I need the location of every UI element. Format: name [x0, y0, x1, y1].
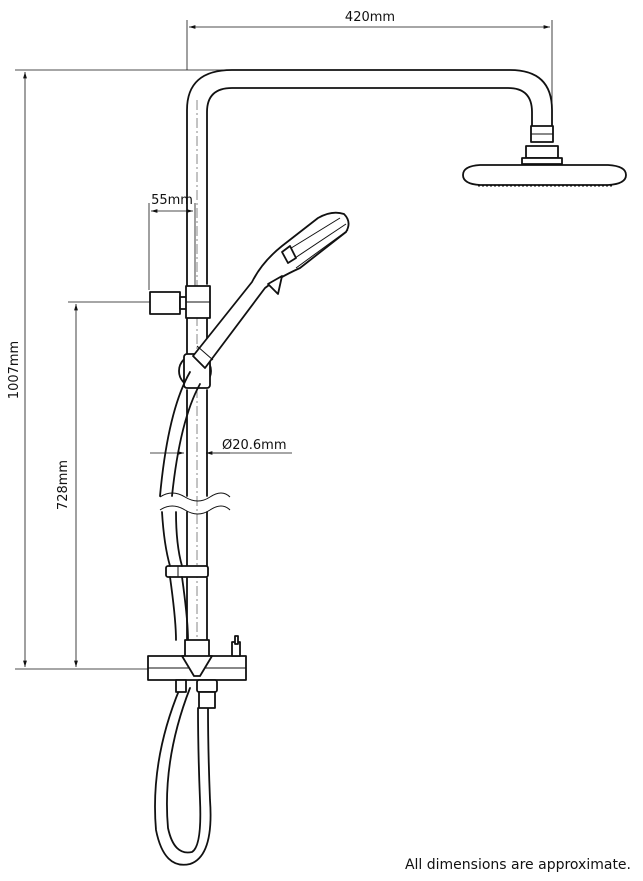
riser-rail [159, 69, 553, 641]
wall-bracket [149, 285, 211, 319]
bracket-offset-label: 55mm [151, 193, 193, 208]
arm-width-label: 420mm [345, 10, 395, 25]
mixer-valve [147, 635, 247, 709]
total-height-dimension: 1007mm [7, 69, 232, 670]
approximate-dimensions-note: All dimensions are approximate. [404, 857, 631, 873]
hand-shower [192, 211, 350, 369]
hose [154, 371, 212, 866]
arm-width-dimension: 420mm [186, 10, 553, 110]
total-height-label: 1007mm [7, 341, 22, 399]
hose-clip [165, 565, 209, 578]
rail-diameter-label: Ø20.6mm [222, 438, 287, 453]
bracket-offset-dimension: 55mm [148, 193, 196, 290]
bracket-height-dimension: 728mm [56, 301, 150, 667]
bracket-height-label: 728mm [56, 460, 71, 510]
rail-diameter-dimension: Ø20.6mm [150, 438, 292, 455]
overhead-shower-head [462, 125, 627, 187]
